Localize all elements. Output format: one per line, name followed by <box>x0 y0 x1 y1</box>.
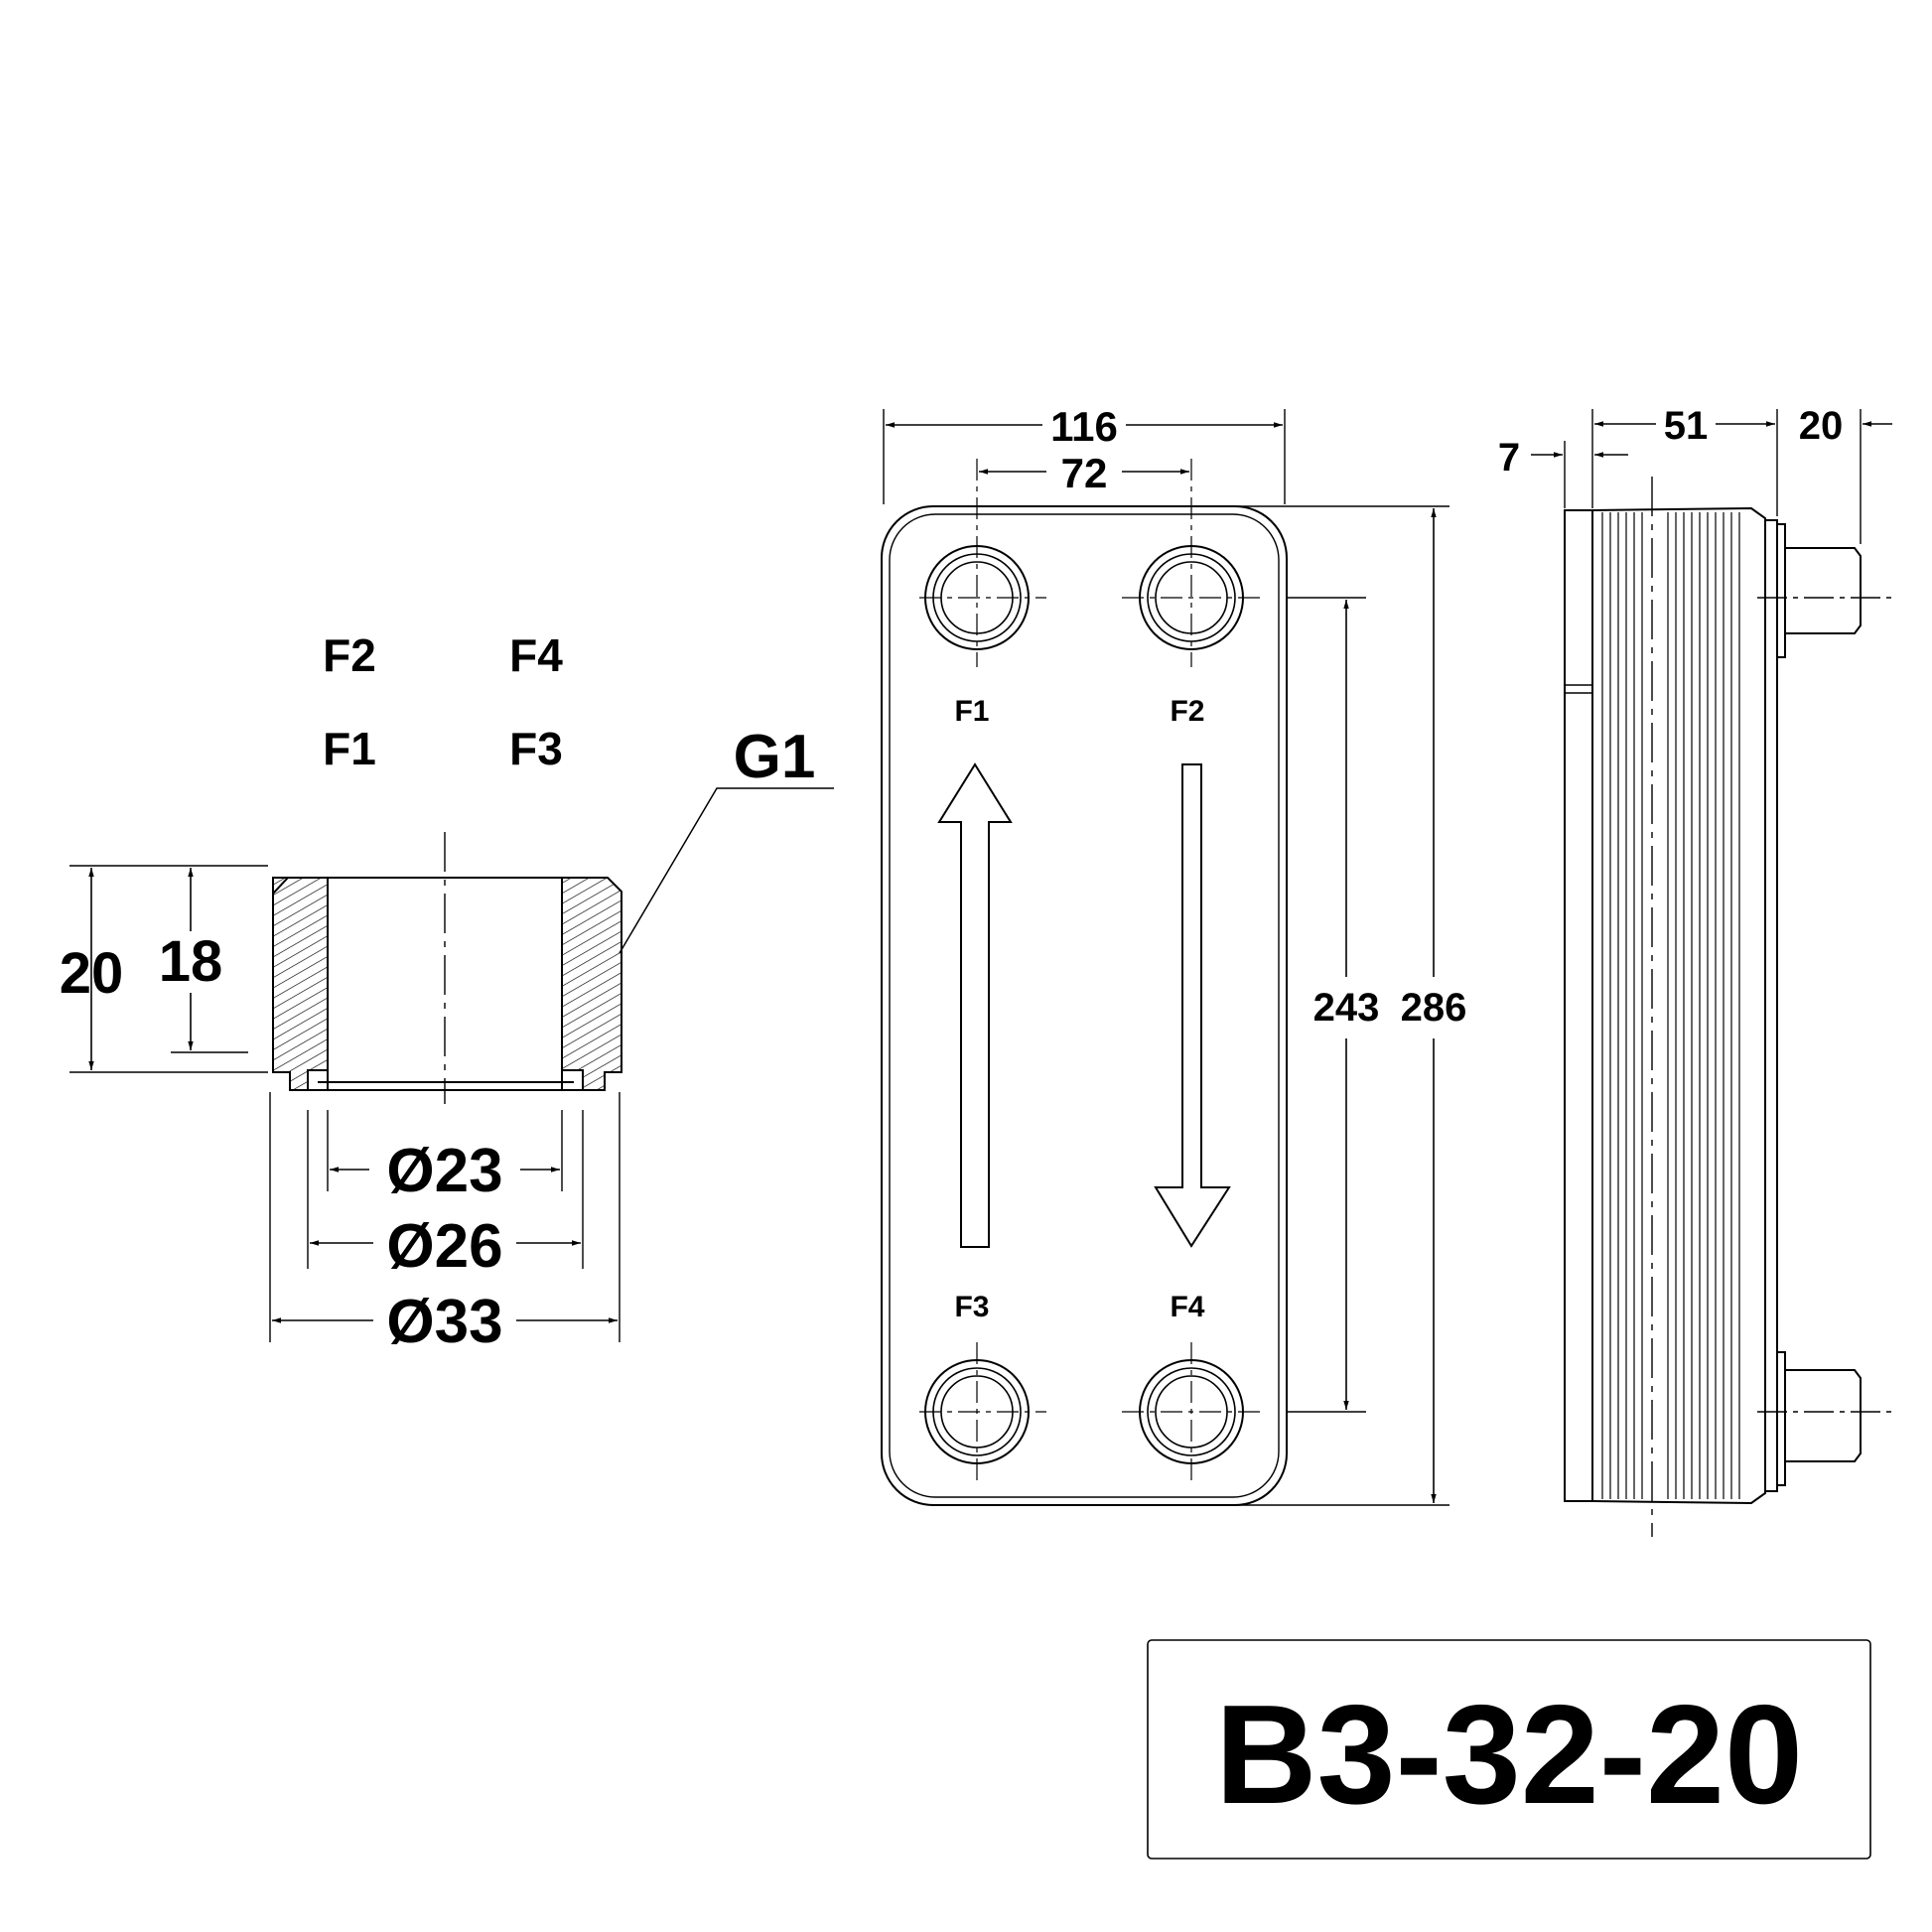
legend-top-left: F2 <box>323 629 376 681</box>
port-f2 <box>1122 459 1261 667</box>
side-plate-pack <box>1591 506 1766 1505</box>
fitting-chamfer-left <box>272 877 289 897</box>
port-label-f2: F2 <box>1170 695 1204 728</box>
dim-width: 116 <box>1050 403 1118 450</box>
port-f1 <box>919 459 1046 667</box>
side-view: 7 51 20 <box>1498 404 1892 1537</box>
thread-leader-line <box>619 787 834 954</box>
port-label-f3: F3 <box>954 1291 989 1323</box>
legend-bottom-right: F3 <box>509 723 563 774</box>
port-f3 <box>919 1342 1046 1481</box>
title-block: B3-32-20 <box>1147 1639 1871 1860</box>
port-label-f1: F1 <box>954 695 989 728</box>
model-number: B3-32-20 <box>1215 1676 1803 1834</box>
dim-port-spacing-v-label: 243 <box>1313 986 1380 1030</box>
port-legend: F2 F4 F1 F3 <box>323 629 563 774</box>
title-block-frame <box>1147 1639 1871 1860</box>
fitting-right-wall <box>561 877 622 1091</box>
flow-arrow-up <box>937 762 1013 1248</box>
dim-dia-mid: Ø26 <box>386 1212 502 1281</box>
plate-outline <box>881 505 1288 1506</box>
dim-height-outer-label: 20 <box>60 941 124 1006</box>
side-front-plate <box>1564 509 1593 1502</box>
dim-offset-label: 7 <box>1498 436 1520 480</box>
dim-port-spacing-h: 72 <box>1061 450 1108 496</box>
legend-top-right: F4 <box>509 629 563 681</box>
dim-dia-inner: Ø23 <box>386 1137 502 1205</box>
side-connection-bottom <box>1757 1351 1892 1486</box>
fitting-left-wall <box>272 877 329 1091</box>
dim-height-inner-label: 18 <box>159 929 223 994</box>
side-connection-top <box>1757 523 1892 658</box>
port-label-f4: F4 <box>1170 1291 1204 1323</box>
dim-pack-depth-label: 51 <box>1664 404 1709 448</box>
dim-dia-outer: Ø33 <box>386 1288 502 1356</box>
dim-height-label: 286 <box>1401 986 1467 1030</box>
dim-connection-length-label: 20 <box>1799 404 1844 448</box>
flow-arrow-down <box>1154 763 1231 1248</box>
fitting-section: G1 20 18 Ø23 <box>60 723 834 1356</box>
thread-label: G1 <box>734 723 816 791</box>
port-f4 <box>1122 1342 1261 1481</box>
legend-bottom-left: F1 <box>323 723 376 774</box>
front-view: 116 72 <box>881 403 1467 1506</box>
side-plate-lines <box>1601 512 1740 1499</box>
